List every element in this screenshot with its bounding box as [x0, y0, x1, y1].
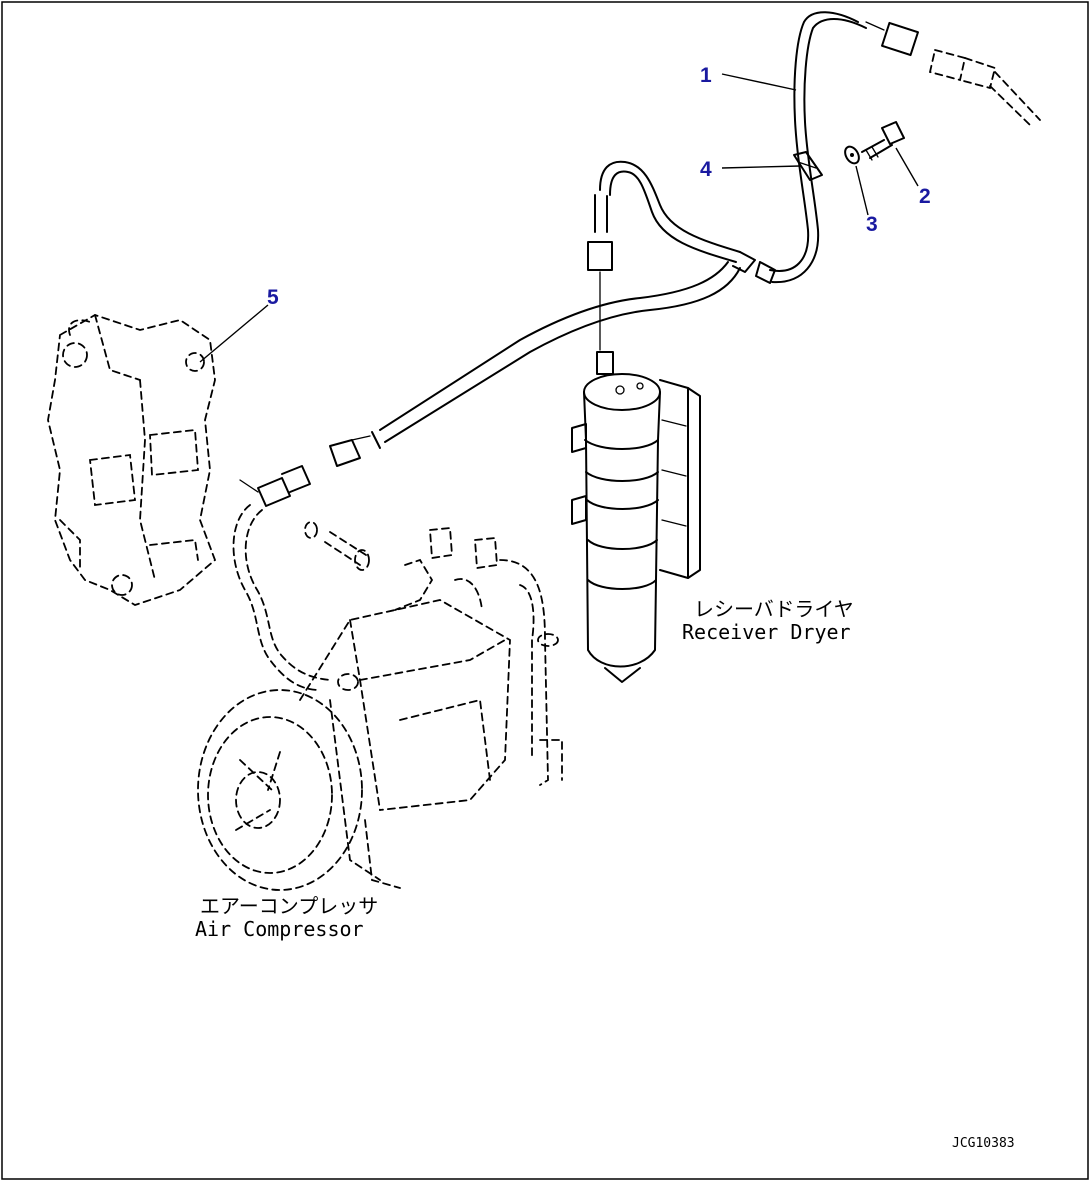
washer-3: [844, 145, 860, 165]
leader-4: [721, 165, 801, 169]
leader-2: [895, 147, 919, 187]
callout-4: 4: [700, 158, 712, 181]
leader-1: [721, 73, 797, 91]
callout-1: 1: [700, 64, 712, 87]
drawing-code: JCG10383: [952, 1136, 1015, 1151]
bolt-2: [861, 121, 905, 161]
clip-4: [793, 151, 823, 181]
air-compressor-label-en: Air Compressor: [195, 917, 364, 941]
callout-3: 3: [866, 213, 878, 236]
bracket-5: [47, 314, 217, 606]
callout-2: 2: [919, 185, 931, 208]
connector-top: [881, 21, 919, 57]
callout-leaders: [199, 73, 919, 363]
compressor-connector: [239, 465, 311, 507]
receiver-dryer-label-en: Receiver Dryer: [682, 620, 851, 644]
callout-5: 5: [267, 286, 279, 309]
harness-long: [329, 160, 756, 467]
receiver-dryer: [571, 351, 701, 683]
mating-connector-dashed: [928, 48, 1041, 126]
dashed-pin: [304, 521, 370, 571]
air-compressor: [197, 504, 563, 891]
leader-3: [855, 165, 869, 216]
harness-1: [755, 11, 1041, 284]
leader-5: [199, 304, 269, 363]
air-compressor-label-jp: エアーコンプレッサ: [200, 894, 379, 918]
receiver-dryer-label-jp: レシーバドライヤ: [694, 597, 854, 621]
connector-receiver: [587, 241, 613, 271]
receiver-port: [596, 351, 614, 375]
